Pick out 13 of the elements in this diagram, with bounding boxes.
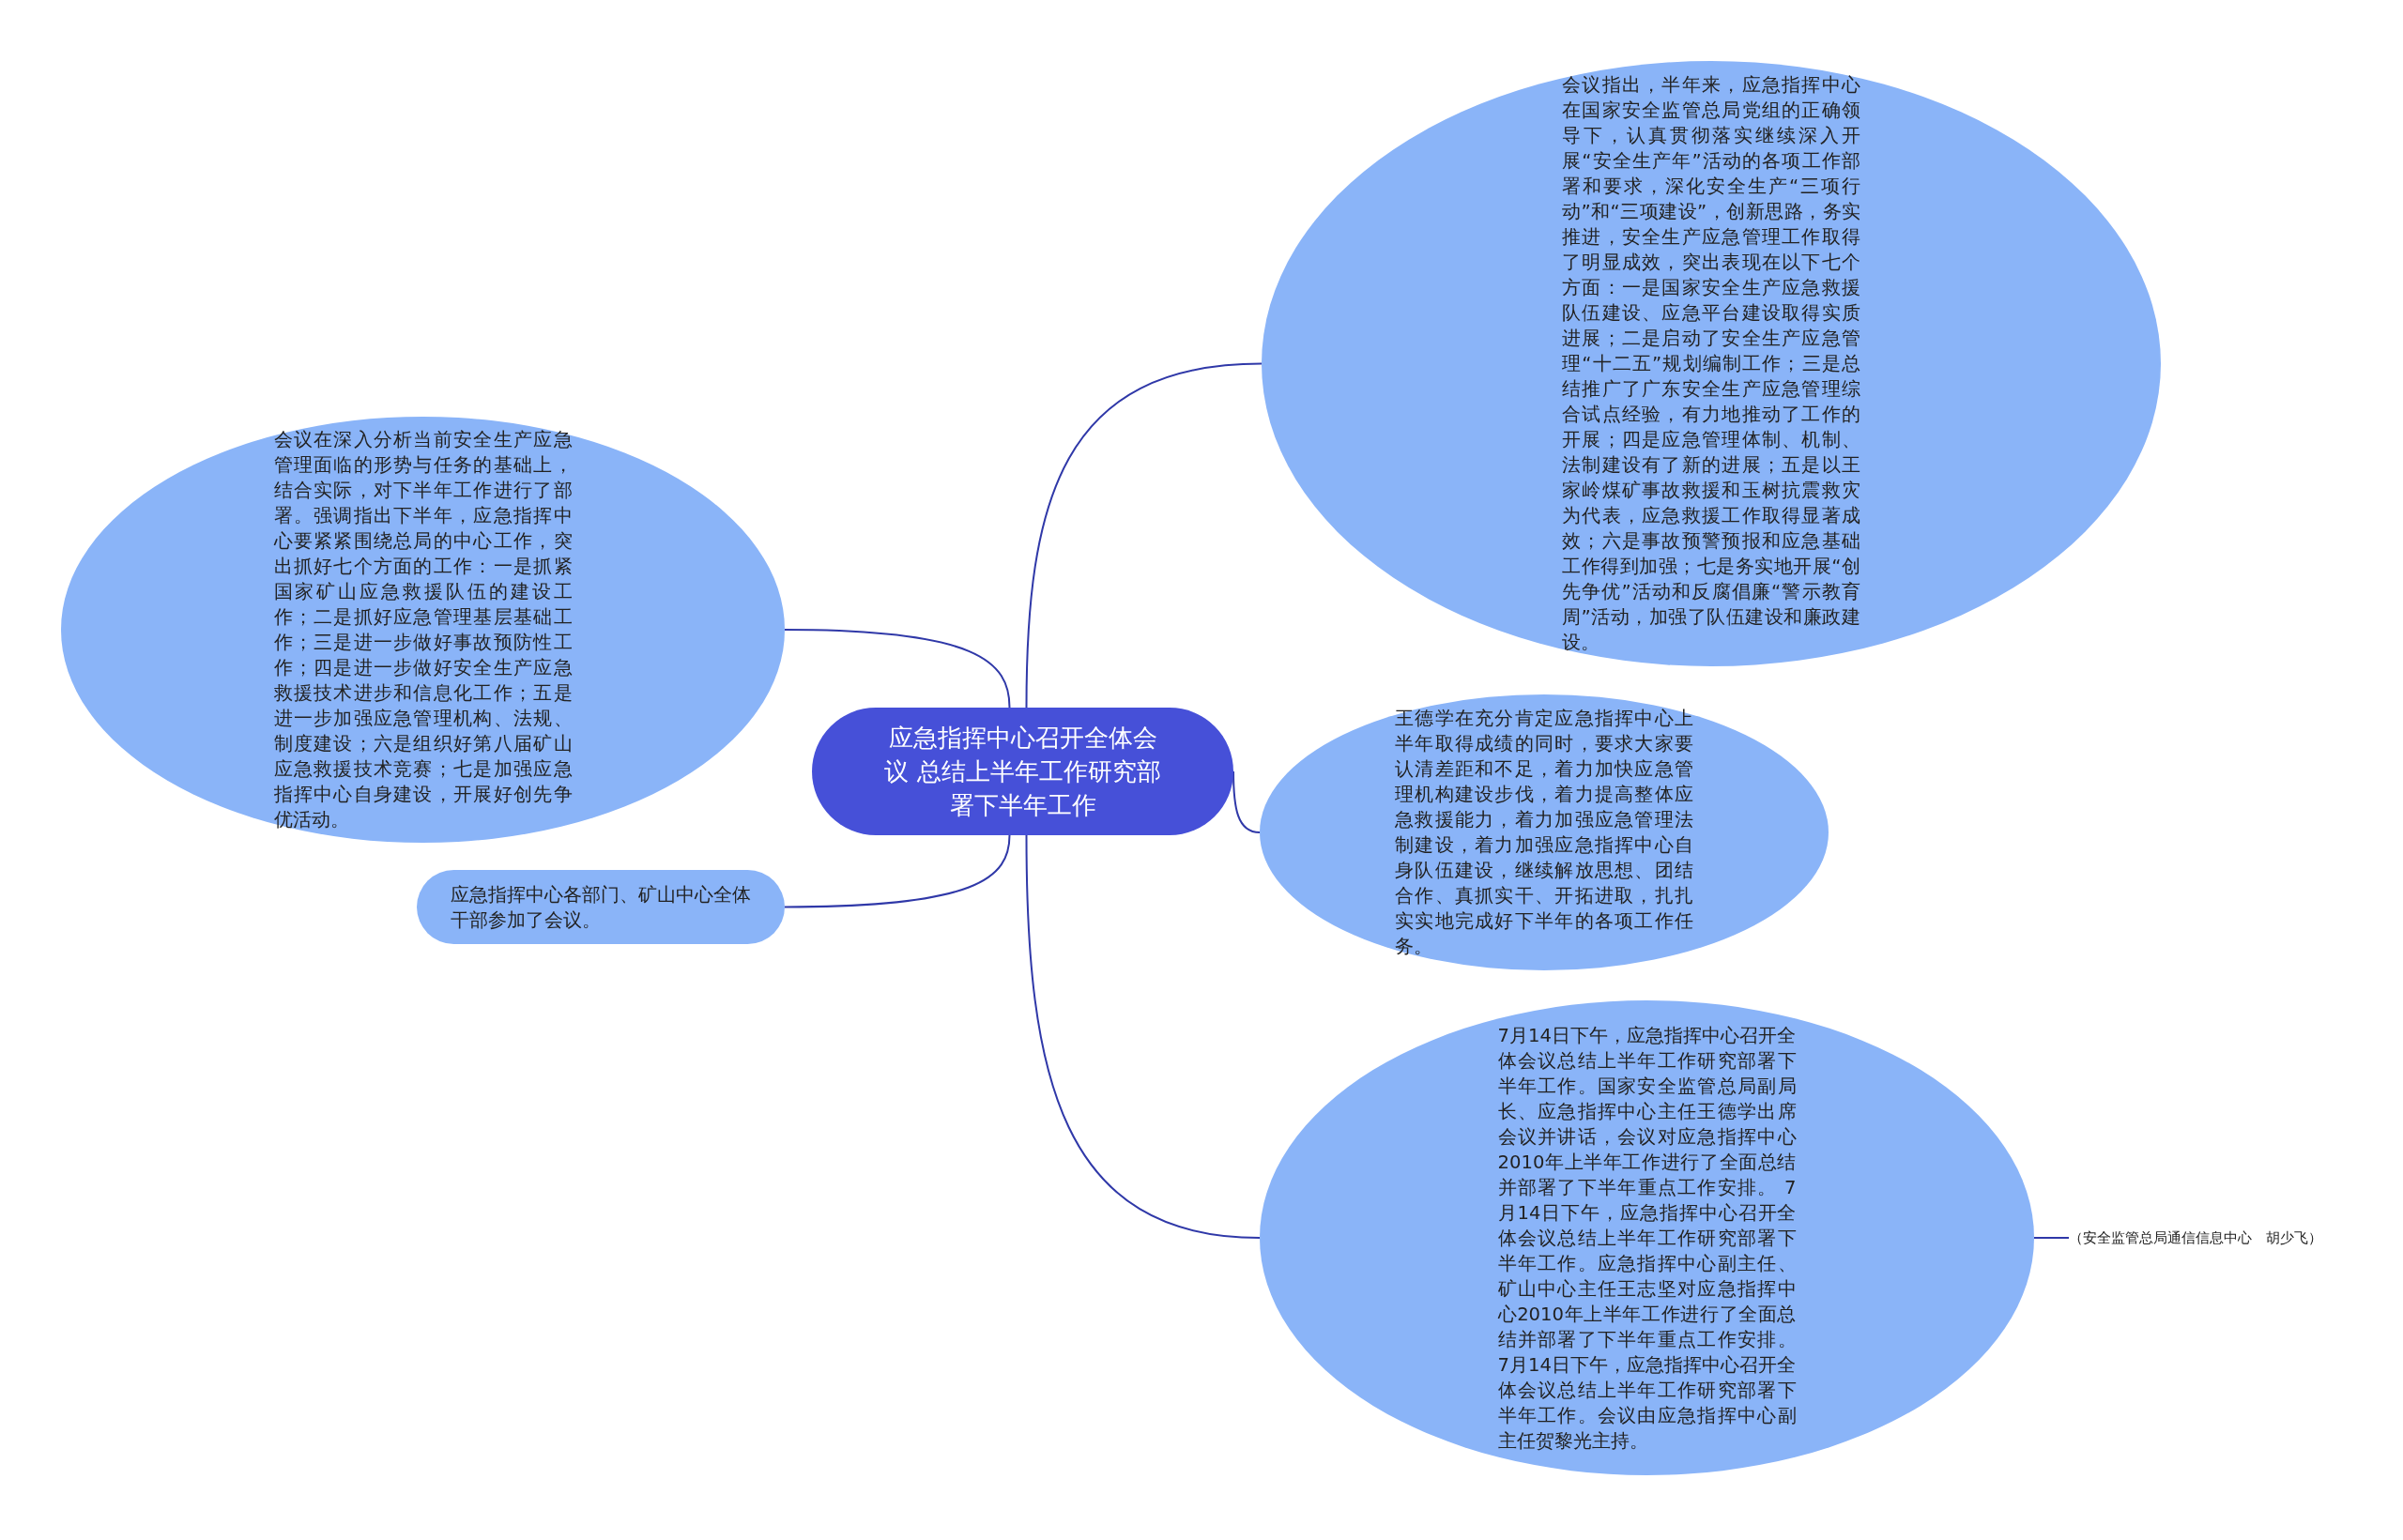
source-note: （安全监管总局通信信息中心 胡少飞） [2069,1228,2323,1247]
connector-line [1025,362,1263,709]
connector-line [784,834,1011,908]
connector-line [1025,834,1261,1239]
central-topic [812,708,1233,835]
topic-text: 应急指挥中心召开全体会议 总结上半年工作研究部署下半年工作 [883,723,1162,821]
topic-text: 王德学在充分肯定应急指挥中心上半年取得成绩的同时，要求大家要认清差距和不足，着力加快应急管理机构建设步伐，着力提高整体应急救援能力，着力加强应急管理法制建设，着力加强应急指挥中心自身队伍建设，继续解放思想、团结合作、真抓实干、开拓进取，扎扎实实地完成好下半年的各项工作任务。 [1395,707,1693,959]
topic-text: 会议在深入分析当前安全生产应急管理面临的形势与任务的基础上，结合实际，对下半年工作进行了部署。强调指出下半年，应急指挥中心要紧紧围绕总局的中心工作，突出抓好七个方面的工作：一是抓紧国家矿山应急救援队伍的建设工作；二是抓好应急管理基层基础工作；三是进一步做好事故预防性工作；四是进一步做好安全生产应急救援技术进步和信息化工作；五是进一步加强应急管理机构、法规、制度建设；六是组织好第八届矿山应急救援技术竞赛；七是加强应急指挥中心自身建设，开展好创先争优活动。 [273,428,573,832]
topic-text: 会议指出，半年来，应急指挥中心在国家安全监管总局党组的正确领导下，认真贯彻落实继续深入开展“安全生产年”活动的各项工作部署和要求，深化安全生产“三项行动”和“三项建设”，创新思路，务实推进，安全生产应急管理工作取得了明显成效，突出表现在以下七个方面：一是国家安全生产应急救援队伍建设、应急平台建设取得实质进展；二是启动了安全生产应急管理“十二五”规划编制工作；三是总结推广了广东安全生产应急管理综合试点经验，有力地推动了工作的开展；四是应急管理体制、机制、法制建设有了新的进展；五是以王家岭煤矿事故救援和玉树抗震救灾为代表，应急救援工作取得显著成效；六是事故预警预报和应急基础工作得到加强；七是务实地开展“创先争优”活动和反腐倡廉“警示教育周”活动，加强了队伍建设和廉政建设。 [1562,73,1860,655]
topic-text: 应急指挥中心各部门、矿山中心全体干部参加了会议。 [451,882,751,933]
topic-text: 7月14日下午，应急指挥中心召开全体会议总结上半年工作研究部署下半年工作。国家安全监管总局副局长、应急指挥中心主任王德学出席会议并讲话，会议对应急指挥中心2010年上半年工作进行了全面总结并部署了下半年重点工作安排。 7月14日下午，应急指挥中心召开全体会议总结上半年工作研究部署下半年工作。应急指挥中心副主任、矿山中心主任王志坚对应急指挥中心2010年上半年工作进行了全面总结并部署了下半年重点工作安排。 7月14日下午，应急指挥中心召开全体会议总结上半年工作研究部署下半年工作。会议由应急指挥中心副主任贺黎光主持。 [1497,1023,1797,1454]
connector-line [784,629,1011,709]
connector-line [2033,1237,2070,1239]
